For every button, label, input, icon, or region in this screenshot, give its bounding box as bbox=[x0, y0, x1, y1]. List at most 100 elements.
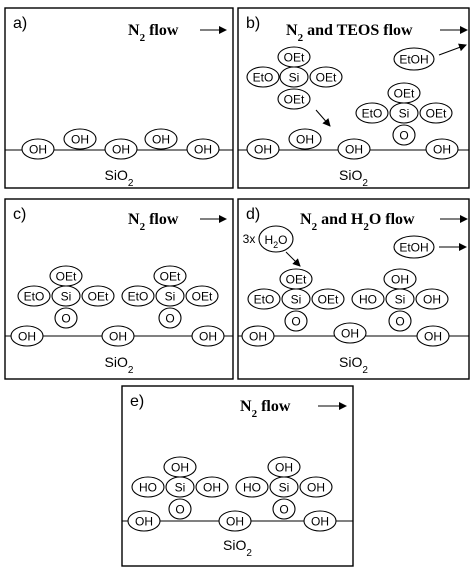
ethoxy-group-text: OEt bbox=[286, 273, 307, 287]
ethoxy-group-text: OEt bbox=[284, 51, 305, 65]
bridging-oxygen-shape bbox=[392, 124, 416, 146]
ethoxy-group-text: EtO bbox=[362, 107, 383, 121]
hydroxyl-group-shape bbox=[235, 476, 269, 498]
hydroxyl-group-shape bbox=[425, 138, 459, 160]
ethoxy-group: EtO bbox=[246, 66, 280, 88]
gas-flow-label: N2 flow bbox=[240, 398, 291, 420]
hydroxyl-group-text: OH bbox=[296, 133, 314, 147]
ethoxy-group: EtO bbox=[247, 288, 281, 310]
silicon-atom-text: Si bbox=[395, 293, 406, 307]
bridging-oxygen-text: O bbox=[165, 312, 174, 326]
ethoxy-group-shape bbox=[309, 66, 343, 88]
hydroxyl-group-text: OH bbox=[275, 461, 293, 475]
ethoxy-group-text: EtO bbox=[24, 290, 45, 304]
ethoxy-group-shape bbox=[355, 102, 389, 124]
hydroxyl-group-shape bbox=[415, 288, 449, 310]
panel-frame bbox=[237, 7, 470, 189]
ethoxy-group: OEt bbox=[49, 265, 83, 287]
ethoxy-group-text: OEt bbox=[426, 107, 447, 121]
panel-frame bbox=[121, 385, 354, 567]
ethoxy-group: OEt bbox=[81, 285, 115, 307]
hydroxyl-group-text: HO bbox=[243, 481, 261, 495]
ethoxy-group: EtO bbox=[17, 285, 51, 307]
silicon-atom: Si bbox=[389, 102, 419, 124]
hydroxyl-group-text: OH bbox=[311, 515, 329, 529]
bridging-oxygen-text: O bbox=[61, 312, 70, 326]
hydroxyl-group: OH bbox=[241, 325, 275, 347]
bridging-oxygen: O bbox=[272, 498, 296, 520]
gas-flow-label: N2 and TEOS flow bbox=[286, 22, 413, 44]
hydroxyl-group-shape bbox=[21, 138, 55, 160]
silicon-atom-text: Si bbox=[399, 107, 410, 121]
hydroxyl-group: OH bbox=[104, 138, 138, 160]
panel-label: a) bbox=[13, 15, 27, 32]
hydroxyl-group-text: HO bbox=[139, 481, 157, 495]
ethoxy-group-text: OEt bbox=[284, 93, 305, 107]
hydroxyl-group: OH bbox=[303, 510, 337, 532]
ethoxy-group: OEt bbox=[309, 66, 343, 88]
hydroxyl-group-text: HO bbox=[359, 293, 377, 307]
silicon-atom: Si bbox=[281, 288, 311, 310]
silicon-atom-text: Si bbox=[279, 481, 290, 495]
hydroxyl-group-text: OH bbox=[433, 143, 451, 157]
silicon-atom-shape bbox=[389, 102, 419, 124]
hydroxyl-group: OH bbox=[425, 138, 459, 160]
silicon-atom-shape bbox=[165, 476, 195, 498]
hydroxyl-group-shape bbox=[246, 138, 280, 160]
hydroxyl-group-text: OH bbox=[152, 133, 170, 147]
hydroxyl-group-text: OH bbox=[249, 330, 267, 344]
hydroxyl-group-text: OH bbox=[109, 330, 127, 344]
ethoxy-group-shape bbox=[419, 102, 453, 124]
hydroxyl-group: OH bbox=[63, 128, 97, 150]
hydroxyl-group-text: OH bbox=[391, 273, 409, 287]
panel-label: c) bbox=[13, 206, 26, 223]
gas-flow-label: N2 flow bbox=[128, 211, 179, 233]
hydroxyl-group-shape bbox=[351, 288, 385, 310]
substrate-label: SiO2 bbox=[339, 354, 368, 376]
bridging-oxygen-text: O bbox=[395, 315, 404, 329]
hydroxyl-group: OH bbox=[186, 138, 220, 160]
silicon-atom-shape bbox=[385, 288, 415, 310]
hydroxyl-group-text: OH bbox=[345, 143, 363, 157]
ethoxy-group: EtO bbox=[355, 102, 389, 124]
silicon-atom-shape bbox=[281, 288, 311, 310]
hydroxyl-group-shape bbox=[104, 138, 138, 160]
ethoxy-group: OEt bbox=[153, 265, 187, 287]
hydroxyl-group: OH bbox=[416, 325, 450, 347]
ethoxy-group: OEt bbox=[311, 288, 345, 310]
ethoxy-group-text: OEt bbox=[318, 293, 339, 307]
hydroxyl-group-shape bbox=[127, 510, 161, 532]
hydroxyl-group-text: OH bbox=[203, 481, 221, 495]
hydroxyl-group: OH bbox=[288, 128, 322, 150]
ethoxy-group-text: OEt bbox=[394, 87, 415, 101]
bridging-oxygen: O bbox=[158, 307, 182, 329]
hydroxyl-group-shape bbox=[333, 322, 367, 344]
ethoxy-group: OEt bbox=[279, 268, 313, 290]
hydroxyl-group-text: OH bbox=[254, 143, 272, 157]
panel-label: d) bbox=[246, 206, 260, 223]
ethoxy-group-text: OEt bbox=[192, 290, 213, 304]
water-formula: H2O bbox=[264, 233, 287, 250]
ethoxy-group-shape bbox=[246, 66, 280, 88]
hydroxyl-group: OH bbox=[299, 476, 333, 498]
substrate-label: SiO2 bbox=[105, 354, 134, 376]
hydroxyl-group: OH bbox=[383, 268, 417, 290]
silicon-atom: Si bbox=[155, 285, 185, 307]
hydrolysis-arrow bbox=[285, 251, 301, 267]
hydroxyl-group: OH bbox=[144, 128, 178, 150]
hydroxyl-group: OH bbox=[10, 325, 44, 347]
ethoxy-group-text: OEt bbox=[160, 270, 181, 284]
hydroxyl-group-shape bbox=[191, 325, 225, 347]
bridging-oxygen-shape bbox=[168, 498, 192, 520]
hydroxyl-group-text: OH bbox=[199, 330, 217, 344]
silicon-atom: Si bbox=[269, 476, 299, 498]
silicon-atom-shape bbox=[51, 285, 81, 307]
silicon-atom-shape bbox=[279, 66, 309, 88]
bridging-oxygen-text: O bbox=[291, 315, 300, 329]
ethanol-byproduct-shape bbox=[393, 235, 435, 259]
